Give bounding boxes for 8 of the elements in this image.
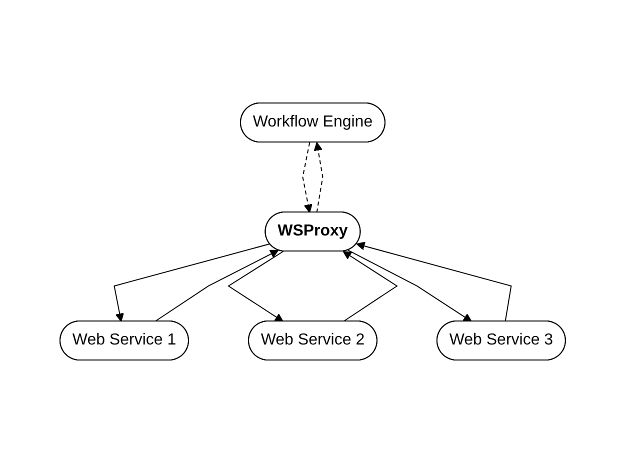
arrow: [314, 142, 323, 212]
arrow: [302, 142, 312, 212]
arrow: [113, 242, 270, 322]
arrow: [154, 249, 279, 322]
arrow: [356, 241, 512, 322]
arrow: [347, 249, 472, 322]
arrow: [342, 250, 398, 322]
arrow: [227, 250, 284, 322]
